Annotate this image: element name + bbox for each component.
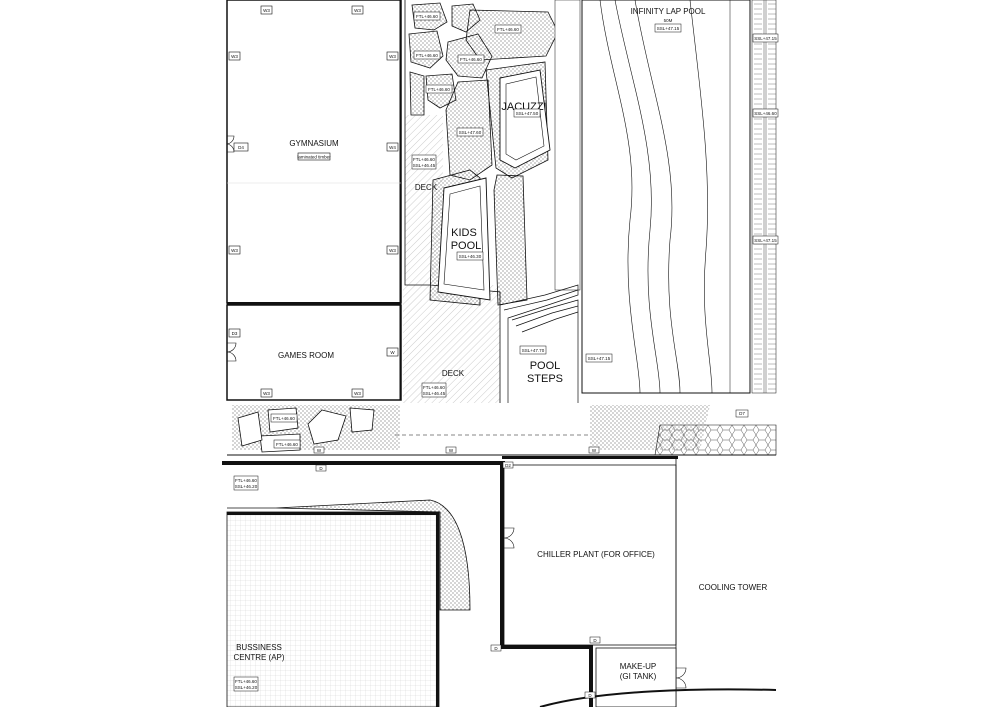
tag-w3-c: W3 xyxy=(231,54,238,59)
pool-steps-label-1: POOL xyxy=(530,360,561,372)
marker-d-2: D2 xyxy=(505,463,511,468)
lvl-stone-1: FTL+46.60 xyxy=(416,14,438,19)
tag-w3-g: W3 xyxy=(263,391,270,396)
pool-steps-label-2: STEPS xyxy=(527,373,563,385)
lvl-pool-ssl: SSL+47.15 xyxy=(657,26,680,31)
lvl-stone-5: FTL+46.60 xyxy=(497,27,519,32)
marker-d-4: D xyxy=(494,646,498,651)
lvl-deck-ssl: SSL+46.45 xyxy=(413,163,436,168)
lvl-channel-2: SSL+46.60 xyxy=(754,111,777,116)
cooling-tower: COOLING TOWER xyxy=(675,459,768,707)
lvl-stone-2: FTL+46.60 xyxy=(416,53,438,58)
lvl-paving-1: FTL+46.60 xyxy=(273,416,295,421)
lvl-business-ftl-top: FTL+46.60 xyxy=(235,478,257,483)
deck-lower: DECK xyxy=(403,285,500,405)
marker-d-3: D xyxy=(593,638,597,643)
marker-d7: D7 xyxy=(739,411,745,416)
makeup-tank-room: MAKE-UP (GI TANK) xyxy=(539,647,777,707)
tag-d3-a: D3 xyxy=(232,331,238,336)
marker-d-5: D xyxy=(588,693,592,698)
gymnasium-room: GYMNASIUM laminated timber xyxy=(226,0,402,305)
level-tags xyxy=(233,11,779,692)
kids-pool: KIDS POOL xyxy=(437,177,491,301)
boundary-markers xyxy=(313,409,749,699)
lvl-jacuzzi: SSL+47.50 xyxy=(516,111,539,116)
gymnasium-label: GYMNASIUM xyxy=(289,139,339,148)
makeup-label-1: MAKE-UP xyxy=(620,662,656,671)
kids-pool-label-1: KIDS xyxy=(451,227,477,239)
lvl-stone-4: FTL+46.60 xyxy=(428,87,450,92)
tag-w3-e: W3 xyxy=(231,248,238,253)
infinity-lap-pool: INFINITY LAP POOL 50M xyxy=(581,0,751,394)
games-room: GAMES ROOM xyxy=(226,304,402,401)
tag-w3-f: W3 xyxy=(389,248,396,253)
deck-upper-label: DECK xyxy=(415,183,438,192)
lvl-lower-deck-ssl: SSL+46.45 xyxy=(423,391,446,396)
kids-pool-label-2: POOL xyxy=(451,240,482,252)
business-centre-label-1: BUSSINESS xyxy=(236,643,282,652)
infinity-pool-length: 50M xyxy=(664,18,673,23)
overflow-channel xyxy=(751,0,777,394)
jacuzzi: JACUZZI xyxy=(499,69,551,169)
lvl-lower-deck-ftl: FTL+46.60 xyxy=(423,385,445,390)
tag-w3-b: W3 xyxy=(354,8,361,13)
lvl-pool-steps-edge: SSL+47.15 xyxy=(588,356,611,361)
lvl-pool-steps: SSL+47.70 xyxy=(522,348,545,353)
lvl-business-ssl-top: SSL+46.20 xyxy=(235,484,258,489)
tag-w3-a: W3 xyxy=(263,8,270,13)
infinity-pool-label: INFINITY LAP POOL xyxy=(631,7,706,16)
gym-floor-note: laminated timber xyxy=(297,155,331,160)
cooling-tower-label: COOLING TOWER xyxy=(699,583,768,592)
business-centre: BUSSINESS CENTRE (AP) xyxy=(226,499,471,707)
tag-w2-a: W xyxy=(390,350,395,355)
pool-deck-strip xyxy=(554,0,581,291)
lvl-business-ssl-bottom: SSL+46.20 xyxy=(235,685,258,690)
marker-w-3: W xyxy=(592,448,597,453)
deck-lower-label: DECK xyxy=(442,369,465,378)
lvl-channel-3: SSL+47.15 xyxy=(754,238,777,243)
tag-w3-h: W3 xyxy=(354,391,361,396)
marker-w-2: W xyxy=(449,448,454,453)
lvl-kids-pool: SSL+46.30 xyxy=(459,254,482,259)
lvl-stone-mid: SSL+47.60 xyxy=(459,130,482,135)
chiller-plant: CHILLER PLANT (FOR OFFICE) xyxy=(503,464,677,646)
lvl-business-ftl-bottom: FTL+46.60 xyxy=(235,679,257,684)
marker-w-1: W xyxy=(317,448,322,453)
tag-d4-a: D4 xyxy=(238,145,244,150)
pool-steps: POOL STEPS xyxy=(499,284,579,403)
lvl-paving-2: FTL+46.60 xyxy=(276,442,298,447)
chiller-plant-label: CHILLER PLANT (FOR OFFICE) xyxy=(537,550,655,559)
door-swings-west xyxy=(226,135,237,362)
business-centre-label-2: CENTRE (AP) xyxy=(233,653,284,662)
lvl-stone-3: FTL+46.60 xyxy=(460,57,482,62)
makeup-label-2: (GI TANK) xyxy=(620,672,657,681)
lvl-deck-ftl: FTL+46.60 xyxy=(413,157,435,162)
tag-w4-a: W4 xyxy=(389,145,396,150)
marker-d-1: D xyxy=(319,466,323,471)
games-room-label: GAMES ROOM xyxy=(278,351,334,360)
opening-tags-gym xyxy=(228,5,399,398)
tag-w3-d: W3 xyxy=(389,54,396,59)
lvl-channel-1: SSL+47.15 xyxy=(754,36,777,41)
boundary-walls xyxy=(222,456,678,707)
